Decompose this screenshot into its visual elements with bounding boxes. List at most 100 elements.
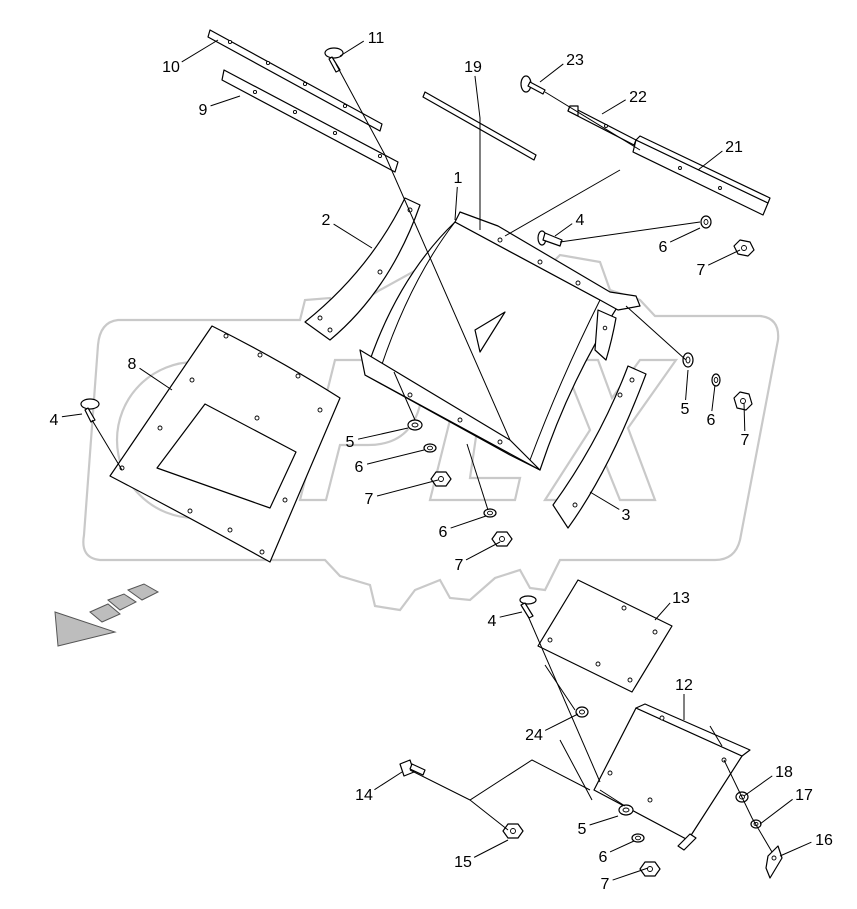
callout-label-15: 15 <box>454 854 472 871</box>
callout-label-12: 12 <box>675 677 693 694</box>
nut-7-e <box>639 861 661 877</box>
callout-leader <box>654 602 671 621</box>
callout-leader <box>711 384 716 412</box>
callout-leader <box>779 841 812 857</box>
callout-leader <box>554 223 573 237</box>
callout-leader <box>374 771 403 791</box>
washer-5-b <box>407 419 423 431</box>
liner-3 <box>552 365 647 529</box>
callout-leader <box>139 367 173 391</box>
washer-6-b <box>711 373 721 387</box>
tab-plate <box>594 309 617 361</box>
callout-leader <box>697 150 723 171</box>
callout-labels: 1234445556666677777891011121314151617181… <box>50 30 833 893</box>
plate-13 <box>537 579 673 693</box>
plate-12 <box>593 703 751 851</box>
washer-24 <box>575 706 589 718</box>
bracket-22 <box>567 105 637 146</box>
callout-label-5: 5 <box>578 821 587 838</box>
callout-leader <box>339 40 365 57</box>
callout-leader <box>544 713 579 731</box>
bolt-23 <box>520 75 546 95</box>
callout-label-14: 14 <box>355 787 373 804</box>
callout-label-18: 18 <box>775 764 793 781</box>
wing-nut-16 <box>765 845 783 879</box>
callout-leader <box>473 839 509 858</box>
panel-8 <box>109 325 341 563</box>
callout-leader <box>707 249 741 266</box>
part-10-strip <box>207 29 383 132</box>
callout-label-7: 7 <box>455 557 464 574</box>
callout-label-19: 19 <box>464 59 482 76</box>
assembly-lines <box>91 63 773 853</box>
callout-leader <box>612 867 649 881</box>
nut-7-b <box>733 391 753 411</box>
callout-label-6: 6 <box>707 412 716 429</box>
callout-label-21: 21 <box>725 139 743 156</box>
callout-label-5: 5 <box>681 401 690 418</box>
callout-leader <box>589 491 620 510</box>
callout-label-3: 3 <box>622 507 631 524</box>
bracket-21 <box>632 135 771 216</box>
callout-label-7: 7 <box>741 432 750 449</box>
bolt-14 <box>399 759 426 777</box>
callout-label-6: 6 <box>355 459 364 476</box>
callout-leader <box>181 39 219 63</box>
callout-leader <box>743 402 746 432</box>
callout-leader <box>609 840 635 853</box>
callout-label-4: 4 <box>488 613 497 630</box>
callout-label-1: 1 <box>454 170 463 187</box>
callout-label-17: 17 <box>795 787 813 804</box>
washer-5-a <box>682 352 694 368</box>
callout-leader <box>450 515 487 529</box>
callout-label-6: 6 <box>439 524 448 541</box>
callout-label-11: 11 <box>368 30 385 47</box>
callout-leader <box>61 413 83 418</box>
nut-7-c <box>430 471 452 487</box>
callout-label-6: 6 <box>659 239 668 256</box>
callout-label-4: 4 <box>50 412 59 429</box>
callout-label-5: 5 <box>346 434 355 451</box>
callout-leader <box>376 479 439 497</box>
callout-leader <box>357 427 409 440</box>
callout-label-16: 16 <box>815 832 833 849</box>
callout-leader <box>539 63 564 83</box>
nut-15 <box>502 823 524 839</box>
callout-leader <box>743 775 773 797</box>
callout-label-7: 7 <box>365 491 374 508</box>
callout-leader <box>333 223 373 249</box>
callout-label-22: 22 <box>629 89 647 106</box>
callout-label-9: 9 <box>199 102 208 119</box>
bolt-4-upper <box>537 230 563 247</box>
washer-6-a <box>700 215 712 229</box>
callout-leader <box>210 95 241 107</box>
main-chute-1 <box>359 211 641 471</box>
bolt-11 <box>324 47 344 73</box>
bolt-4-lower <box>519 595 537 619</box>
callout-leader <box>601 99 626 115</box>
washer-5-c <box>618 804 634 816</box>
callout-label-6: 6 <box>599 849 608 866</box>
nut-7-a <box>733 239 755 257</box>
callout-label-10: 10 <box>162 59 180 76</box>
washer-6-d <box>483 508 497 518</box>
callout-label-4: 4 <box>576 212 585 229</box>
callout-leader <box>685 369 689 401</box>
washer-6-e <box>631 833 645 843</box>
callout-label-23: 23 <box>566 52 584 69</box>
liner-2 <box>304 197 421 341</box>
callout-leader <box>454 186 458 221</box>
callout-label-24: 24 <box>525 727 543 744</box>
callout-label-13: 13 <box>672 590 690 607</box>
callout-leader <box>465 541 501 561</box>
part-9-strip <box>221 69 399 173</box>
callout-leader <box>669 227 701 243</box>
direction-arrow <box>54 583 160 647</box>
callout-leader <box>366 449 425 465</box>
callout-leader <box>474 75 481 119</box>
callout-label-2: 2 <box>322 212 331 229</box>
callout-leader <box>499 611 523 618</box>
callout-label-7: 7 <box>601 876 610 893</box>
callout-label-7: 7 <box>697 262 706 279</box>
